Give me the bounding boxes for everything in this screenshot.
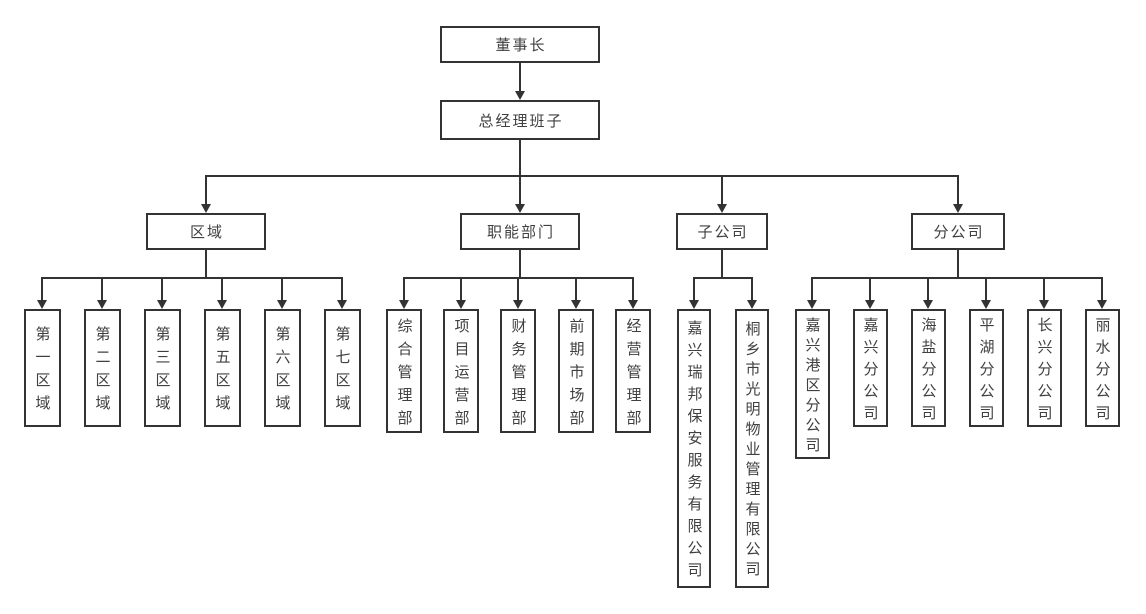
org-node-label: 第三区域 bbox=[153, 326, 171, 418]
org-node-dept-financial-management: 财务管理部 bbox=[500, 309, 536, 433]
org-node-branch-changxing: 长兴分公司 bbox=[1026, 309, 1062, 427]
org-node-label: 长兴分公司 bbox=[1035, 316, 1053, 427]
org-node-label: 第五区域 bbox=[213, 326, 231, 418]
org-node-dept-early-market: 前期市场部 bbox=[558, 309, 594, 433]
org-node-branch-jiaxing-gangqu: 嘉兴港区分公司 bbox=[794, 309, 830, 459]
org-node-label: 桐乡市光明物业管理有限公司 bbox=[743, 321, 761, 581]
org-node-branch-lishui: 丽水分公司 bbox=[1084, 309, 1120, 427]
org-node-label: 第六区域 bbox=[273, 326, 291, 418]
org-node-label: 嘉兴港区分公司 bbox=[803, 316, 821, 457]
org-node-subsidiaries: 子公司 bbox=[676, 213, 768, 250]
org-node-label: 项目运营部 bbox=[452, 317, 470, 433]
org-node-label: 财务管理部 bbox=[509, 317, 527, 433]
org-node-label: 子公司 bbox=[697, 224, 749, 241]
org-node-region-3: 第三区域 bbox=[143, 309, 181, 427]
org-node-label: 经营管理部 bbox=[624, 317, 642, 433]
org-node-region-5: 第五区域 bbox=[203, 309, 241, 427]
org-node-sub-tongxiang-guangming-property: 桐乡市光明物业管理有限公司 bbox=[735, 309, 769, 588]
org-node-label: 海盐分公司 bbox=[919, 316, 937, 427]
org-node-label: 嘉兴分公司 bbox=[861, 316, 879, 427]
org-node-region-2: 第二区域 bbox=[83, 309, 121, 427]
org-node-label: 平湖分公司 bbox=[977, 316, 995, 427]
org-node-label: 前期市场部 bbox=[567, 317, 585, 433]
org-node-branch-pinghu: 平湖分公司 bbox=[968, 309, 1004, 427]
org-node-label: 嘉兴瑞邦保安服务有限公司 bbox=[685, 320, 703, 584]
org-node-label: 丽水分公司 bbox=[1093, 316, 1111, 427]
org-node-sub-jiaxing-ruibang-security: 嘉兴瑞邦保安服务有限公司 bbox=[677, 309, 711, 588]
org-node-label: 分公司 bbox=[933, 224, 985, 241]
org-node-label: 董事长 bbox=[495, 37, 547, 54]
org-node-region-1: 第一区域 bbox=[23, 309, 61, 427]
org-node-region: 区域 bbox=[146, 213, 266, 250]
org-node-branch-haiyan: 海盐分公司 bbox=[910, 309, 946, 427]
org-node-functional-departments: 职能部门 bbox=[460, 213, 580, 250]
org-node-label: 区域 bbox=[189, 224, 224, 241]
org-node-branches: 分公司 bbox=[911, 213, 1005, 250]
org-node-region-7: 第七区域 bbox=[323, 309, 361, 427]
org-node-label: 总经理班子 bbox=[478, 112, 564, 130]
org-node-chairman: 董事长 bbox=[440, 26, 600, 63]
org-node-label: 综合管理部 bbox=[395, 317, 413, 433]
org-node-label: 第二区域 bbox=[93, 326, 111, 418]
org-node-general-manager: 总经理班子 bbox=[440, 100, 600, 140]
org-node-region-6: 第六区域 bbox=[263, 309, 301, 427]
org-node-branch-jiaxing: 嘉兴分公司 bbox=[852, 309, 888, 427]
org-node-label: 第一区域 bbox=[33, 326, 51, 418]
org-node-dept-business-management: 经营管理部 bbox=[615, 309, 651, 433]
org-node-dept-project-operations: 项目运营部 bbox=[443, 309, 479, 433]
org-node-label: 职能部门 bbox=[486, 224, 555, 241]
org-node-label: 第七区域 bbox=[333, 326, 351, 418]
org-node-dept-general-management: 综合管理部 bbox=[386, 309, 422, 433]
